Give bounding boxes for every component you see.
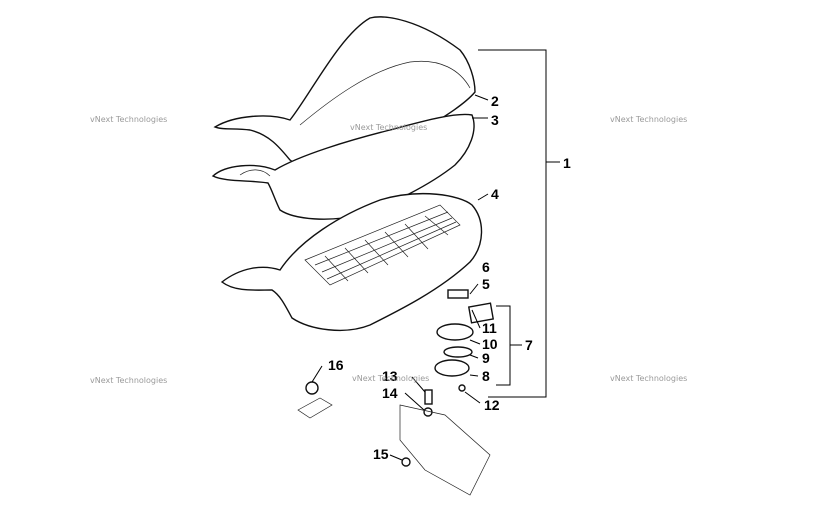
watermark: vNext Technologies: [90, 376, 167, 385]
callout-7: 7: [525, 337, 533, 353]
callout-11: 11: [482, 320, 497, 336]
callout-6: 6: [482, 259, 490, 275]
washer-15: [401, 457, 411, 467]
callout-3: 3: [491, 112, 499, 128]
callout-10: 10: [482, 336, 498, 352]
housing-8: [434, 359, 470, 377]
callout-4: 4: [491, 186, 499, 202]
callout-lines: [311, 49, 560, 461]
bumper-16: [305, 381, 319, 395]
screw-12: [458, 384, 466, 392]
watermark: vNext Technologies: [610, 374, 687, 383]
callout-12: 12: [484, 397, 500, 413]
watermark: vNext Technologies: [90, 115, 167, 124]
callout-2: 2: [491, 93, 499, 109]
callout-labels: 1 2 3 4 5 6 7 8 9 10 11 12 13 14 15 16: [328, 93, 571, 462]
callout-15: 15: [373, 446, 389, 462]
watermark-layer: vNext Technologies vNext Technologies vN…: [90, 115, 687, 385]
plate-10: [436, 323, 474, 341]
bracket-5: [447, 289, 469, 299]
callout-1: 1: [563, 155, 571, 171]
latch-11: [467, 302, 495, 324]
watermark: vNext Technologies: [350, 123, 427, 132]
mount-assembly: [297, 381, 491, 496]
latch-assembly: [434, 289, 495, 392]
callout-16: 16: [328, 357, 344, 373]
callout-13: 13: [382, 368, 398, 384]
seat-base: [220, 192, 483, 332]
stud-13: [424, 389, 433, 405]
callout-14: 14: [382, 385, 398, 401]
callout-8: 8: [482, 368, 490, 384]
callout-9: 9: [482, 350, 490, 366]
watermark: vNext Technologies: [352, 374, 429, 383]
gasket-9: [443, 346, 473, 358]
watermark: vNext Technologies: [610, 115, 687, 124]
callout-5: 5: [482, 276, 490, 292]
seat-foam: [211, 113, 475, 220]
